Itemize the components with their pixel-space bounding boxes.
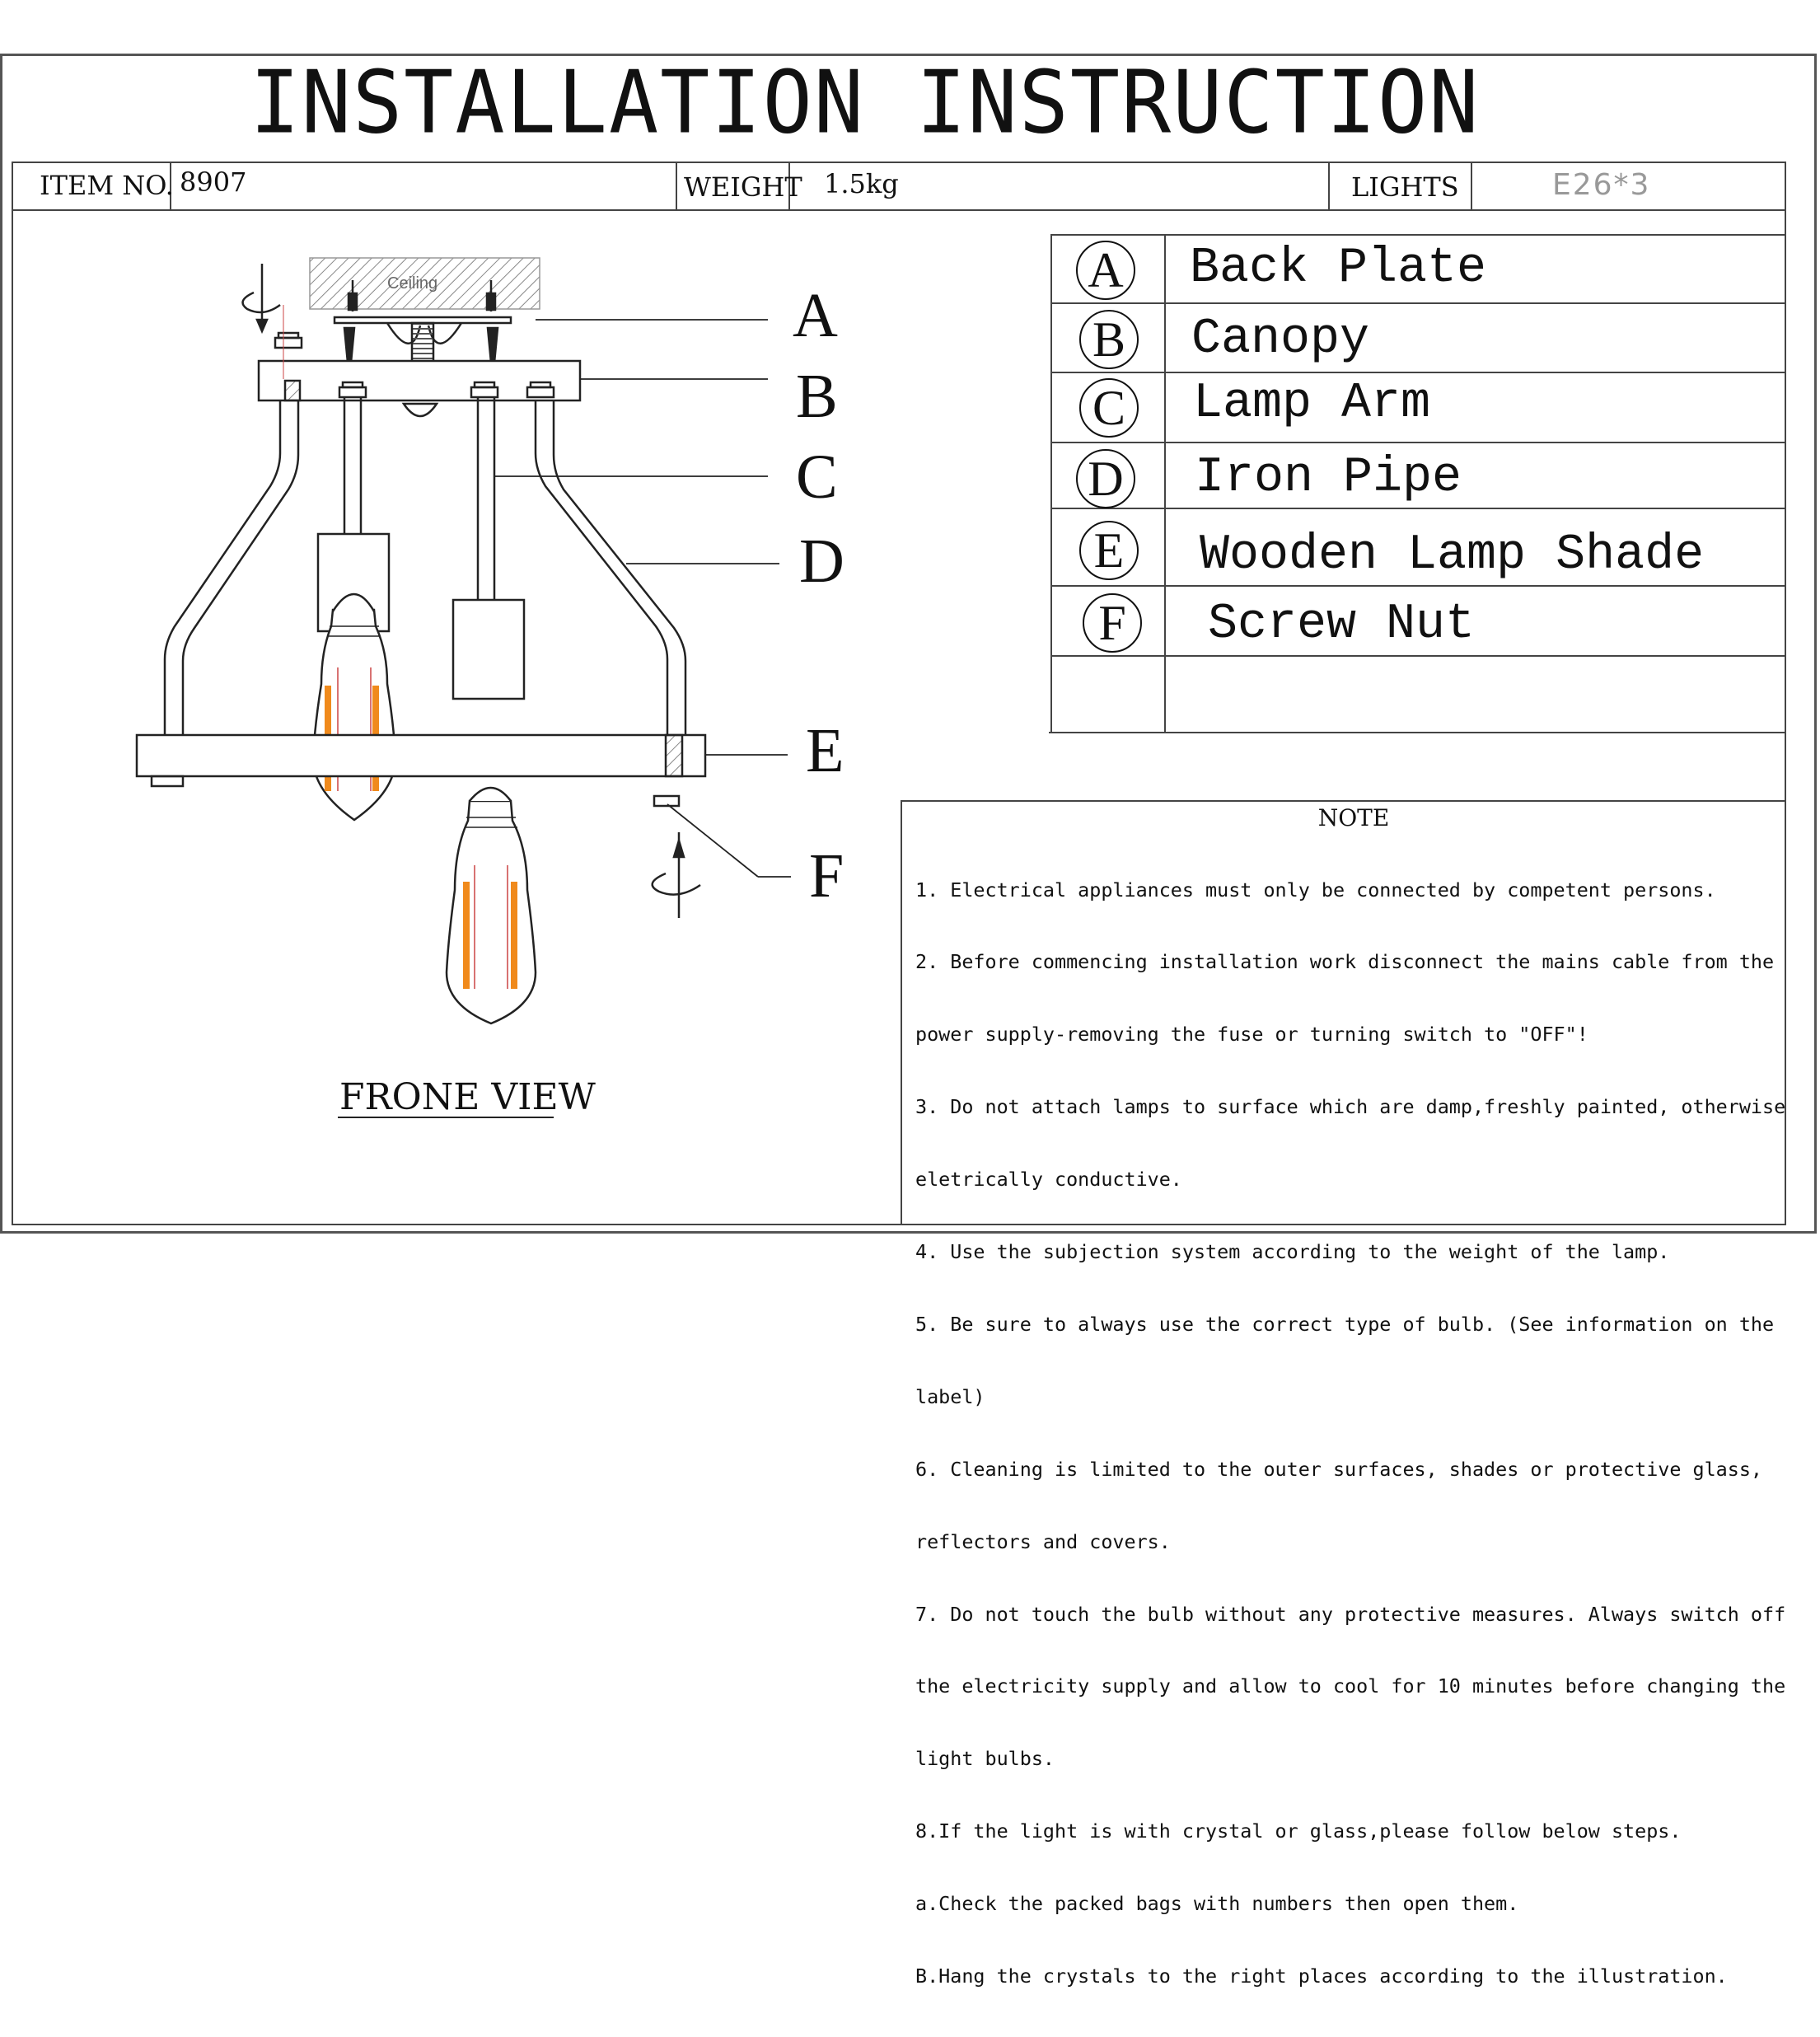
page-title: INSTALLATION INSTRUCTION [250,52,1481,153]
wooden-shade [135,733,707,778]
bulb-center [445,799,537,1025]
note-line: 2. Before commencing installation work d… [915,950,1775,974]
item-no-label: ITEM NO. [40,170,174,201]
note-line: 5. Be sure to always use the correct typ… [915,1312,1775,1336]
part-letter-a: A [1076,241,1135,300]
callout-c: C [796,443,838,512]
note-line: label) [915,1384,985,1408]
note-line: light bulbs. [915,1747,1055,1771]
part-name-b: Canopy [1191,311,1370,368]
note-line: 8.If the light is with crystal or glass,… [915,1819,1682,1843]
note-line: 7. Do not touch the bulb without any pro… [915,1602,1786,1626]
note-line: power supply-removing the fuse or turnin… [915,1023,1588,1047]
lights-value: E26*3 [1552,168,1651,202]
note-list: 1. Electrical appliances must only be co… [915,830,1785,2037]
part-name-d: Iron Pipe [1195,450,1462,506]
iron-pipe-right [534,400,669,735]
callout-b: B [796,362,838,431]
part-letter-c: C [1079,378,1139,438]
screw-nut [653,794,681,808]
part-name-f: Screw Nut [1208,597,1476,653]
iron-pipe-left [163,400,282,735]
part-name-c: Lamp Arm [1193,376,1431,432]
item-no-value: 8907 [180,166,247,198]
socket-center [451,598,526,700]
callout-d: D [799,527,844,596]
canopy [257,359,582,402]
document-frame [0,54,1817,1234]
weight-value: 1.5kg [824,168,899,199]
callout-f: F [809,841,844,911]
note-line: B.Hang the crystals to the right places … [915,1964,1728,1988]
note-line: reflectors and covers. [915,1529,1171,1553]
weight-label: WEIGHT [684,171,802,203]
view-label: FRONE VIEW [339,1076,597,1118]
part-name-e: Wooden Lamp Shade [1200,527,1705,583]
part-letter-e: E [1079,521,1139,580]
note-line: 4. Use the subjection system according t… [915,1240,1670,1264]
callout-e: E [806,716,844,785]
lamp-diagram: Ceiling [135,257,844,1118]
ceiling-label: Ceiling [387,274,437,293]
note-line: 6. Cleaning is limited to the outer surf… [915,1457,1763,1481]
note-line: 3. Do not attach lamps to surface which … [915,1095,1786,1119]
note-line: a.Check the packed bags with numbers the… [915,1892,1519,1916]
back-plate [333,316,512,325]
note-line: the electricity supply and allow to cool… [915,1674,1786,1698]
note-line: 1. Electrical appliances must only be co… [915,878,1716,901]
part-letter-f: F [1083,593,1142,653]
lights-label: LIGHTS [1351,171,1459,203]
callout-a: A [793,281,838,350]
note-line: eletrically conductive. [915,1168,1182,1192]
part-letter-b: B [1079,310,1139,369]
part-letter-d: D [1076,449,1135,508]
note-heading: NOTE [1317,804,1390,831]
part-name-a: Back Plate [1190,241,1487,297]
